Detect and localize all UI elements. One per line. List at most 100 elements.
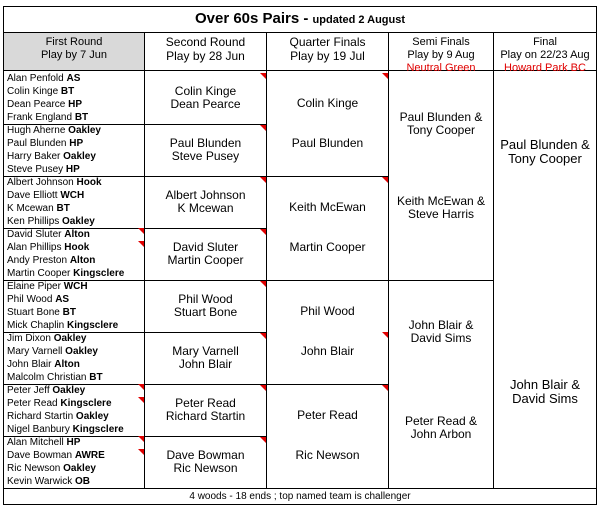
player-name: Colin Kinge [7, 86, 61, 97]
round5-header[interactable]: Final Play on 22/23 Aug Howard Park BC [494, 33, 596, 74]
qf-entry[interactable]: Peter Read [297, 407, 358, 422]
round3-title: Quarter Finals [289, 35, 366, 49]
round5-title: Final [533, 36, 557, 48]
player-club: HP [68, 99, 83, 110]
sf-pair-names: Peter Read &John Arbon [405, 415, 477, 441]
sf-pair[interactable]: Keith McEwan &Steve Harris [389, 192, 493, 224]
player-entry[interactable]: Peter Read Kingsclere [4, 397, 144, 410]
player-name: Jim Dixon [7, 333, 54, 344]
player-club: Kingsclere [73, 268, 125, 279]
player-entry[interactable]: John Blair Alton [4, 358, 144, 371]
player-entry[interactable]: Mary Varnell Oakley [4, 345, 144, 358]
player-club: Hook [64, 242, 90, 253]
player-entry[interactable]: Richard Startin Oakley [4, 410, 144, 423]
qf-entry[interactable]: Keith McEwan [289, 199, 366, 214]
footer-note[interactable]: 4 woods - 18 ends ; top named team is ch… [4, 488, 596, 504]
match-divider [4, 384, 144, 385]
pair-player-1: Dave Bowman [166, 448, 245, 462]
player-entry[interactable]: Hugh Aherne Oakley [4, 124, 144, 137]
round4-header[interactable]: Semi Finals Play by 9 Aug Neutral Green [389, 33, 493, 74]
player-name: Harry Baker [7, 151, 64, 162]
match-divider [4, 228, 144, 229]
player-entry[interactable]: Alan Mitchell HP [4, 436, 144, 449]
player-name: Albert Johnson [7, 177, 77, 188]
round1-header[interactable]: First Round Play by 7 Jun [4, 33, 144, 71]
player-club: BT [60, 86, 75, 97]
qf-entry[interactable]: John Blair [300, 343, 355, 358]
player-entry[interactable]: Malcolm Christian BT [4, 371, 144, 384]
player-entry[interactable]: Dave Bowman AWRE [4, 449, 144, 462]
challenge-marker-icon [260, 385, 266, 391]
player-entry[interactable]: Alan Phillips Hook [4, 241, 144, 254]
challenge-marker-icon [260, 229, 266, 235]
player-name: Mick Chaplin [7, 320, 68, 331]
final-pair[interactable]: John Blair &David Sims [494, 376, 596, 408]
player-name: Dave Bowman [7, 450, 75, 461]
player-club: Kingsclere [60, 398, 112, 409]
final-pair[interactable]: Paul Blunden &Tony Cooper [494, 136, 596, 168]
qf-entry[interactable]: Phil Wood [300, 303, 355, 318]
challenge-marker-icon [138, 241, 144, 247]
qf-entry[interactable]: Ric Newson [295, 447, 360, 462]
sf-pair[interactable]: John Blair &David Sims [389, 316, 493, 348]
player-entry[interactable]: Ken Phillips Oakley [4, 215, 144, 228]
player-entry[interactable]: David Sluter Alton [4, 228, 144, 241]
round4-venue: Neutral Green [406, 62, 476, 74]
player-entry[interactable]: Mick Chaplin Kingsclere [4, 319, 144, 332]
qf-entry[interactable]: Paul Blunden [291, 135, 364, 150]
round2-deadline: Play by 28 Jun [166, 49, 245, 63]
pair-player-2: Richard Startin [165, 409, 246, 423]
round2-header[interactable]: Second Round Play by 28 Jun [145, 33, 266, 71]
sf-pair-names: John Blair &David Sims [409, 319, 474, 345]
player-club: AS [66, 73, 81, 84]
updated-label: updated 2 August [312, 14, 406, 26]
sf-pair[interactable]: Paul Blunden &Tony Cooper [389, 108, 493, 140]
player-club: AS [55, 294, 70, 305]
player-entry[interactable]: Albert Johnson Hook [4, 176, 144, 189]
player-entry[interactable]: Alan Penfold AS [4, 72, 144, 85]
match-divider [4, 280, 144, 281]
player-entry[interactable]: Dean Pearce HP [4, 98, 144, 111]
match-divider [267, 280, 388, 281]
match-divider [145, 436, 266, 437]
player-entry[interactable]: Colin Kinge BT [4, 85, 144, 98]
challenge-marker-icon [382, 73, 388, 79]
match-divider [145, 124, 266, 125]
player-entry[interactable]: Phil Wood AS [4, 293, 144, 306]
round3-header[interactable]: Quarter Finals Play by 19 Jul [267, 33, 388, 71]
qf-entry[interactable]: Colin Kinge [296, 95, 359, 110]
match-divider [4, 332, 144, 333]
qf-entry[interactable]: Martin Cooper [289, 239, 366, 254]
player-entry[interactable]: Elaine Piper WCH [4, 280, 144, 293]
player-entry[interactable]: Martin Cooper Kingsclere [4, 267, 144, 280]
player-entry[interactable]: Kevin Warwick OB [4, 475, 144, 488]
player-entry[interactable]: Dave Elliott WCH [4, 189, 144, 202]
player-entry[interactable]: Peter Jeff Oakley [4, 384, 144, 397]
player-entry[interactable]: K Mcewan BT [4, 202, 144, 215]
pair-player-1: Paul Blunden [169, 136, 242, 150]
sheet-title-row[interactable]: Over 60s Pairs - updated 2 August [4, 7, 596, 33]
player-entry[interactable]: Steve Pusey HP [4, 163, 144, 176]
player-entry[interactable]: Harry Baker Oakley [4, 150, 144, 163]
player-entry[interactable]: Nigel Banbury Kingsclere [4, 423, 144, 436]
sf-pair[interactable]: Peter Read &John Arbon [389, 412, 493, 444]
player-club: Alton [54, 359, 80, 370]
player-club: BT [74, 112, 89, 123]
player-entry[interactable]: Stuart Bone BT [4, 306, 144, 319]
player-entry[interactable]: Andy Preston Alton [4, 254, 144, 267]
player-entry[interactable]: Paul Blunden HP [4, 137, 144, 150]
player-entry[interactable]: Jim Dixon Oakley [4, 332, 144, 345]
player-entry[interactable]: Ric Newson Oakley [4, 462, 144, 475]
player-entry[interactable]: Frank England BT [4, 111, 144, 124]
